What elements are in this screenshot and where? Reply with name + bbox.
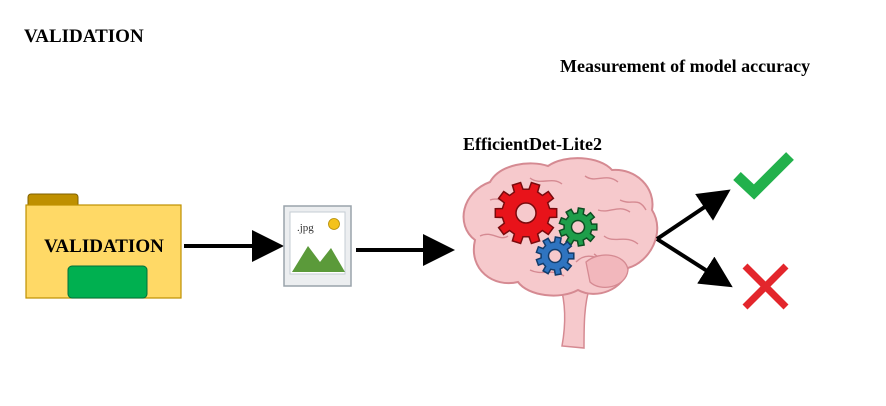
gear-red-icon — [494, 181, 558, 245]
gear-green-icon — [558, 207, 598, 247]
file-type-label: .jpg — [297, 222, 314, 234]
gear-blue-icon — [535, 236, 575, 276]
cerebellum — [585, 254, 629, 288]
gear-red-hole — [515, 202, 537, 224]
brain-body — [462, 157, 659, 297]
folder-icon: VALIDATION — [25, 193, 182, 299]
folder-label: VALIDATION — [44, 236, 164, 257]
sun-icon — [328, 218, 340, 230]
gear-green-hole — [570, 219, 586, 235]
arrow-to-correct — [655, 189, 731, 241]
model-name-label: EfficientDet-Lite2 — [463, 134, 602, 154]
mountains-icon — [292, 246, 345, 272]
folder-badge — [67, 265, 148, 299]
page-title: VALIDATION — [24, 26, 144, 47]
cross-icon — [742, 263, 789, 310]
brain-stem — [558, 283, 592, 349]
decision-arrows — [655, 189, 733, 288]
image-icon: .jpg — [283, 205, 352, 287]
brain-gears-icon — [462, 157, 659, 349]
check-icon — [733, 152, 794, 200]
accuracy-heading: Measurement of model accuracy — [560, 56, 811, 76]
gear-blue-hole — [547, 248, 563, 264]
arrow-to-incorrect — [655, 237, 733, 288]
